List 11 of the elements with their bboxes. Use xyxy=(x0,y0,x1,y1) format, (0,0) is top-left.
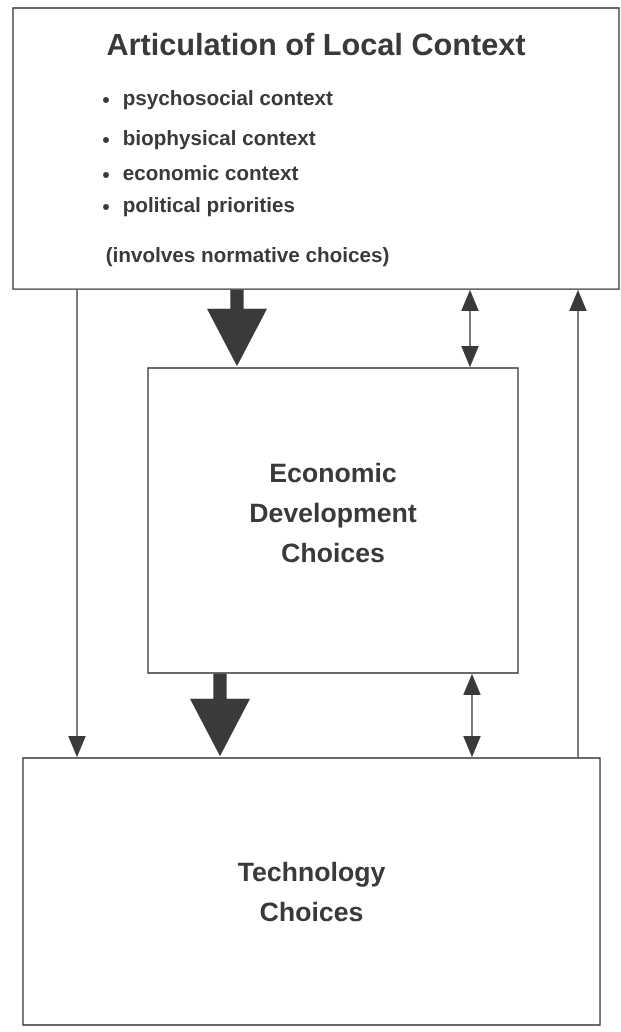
heading: Articulation of Local Context xyxy=(107,32,526,56)
box-label: Technology Choices xyxy=(237,861,386,922)
bullet-item: biophysical context xyxy=(103,130,316,150)
bullet-item: economic context xyxy=(103,165,299,181)
bullet-item: political priorities xyxy=(103,197,295,217)
note: (involves normative choices) xyxy=(106,247,389,267)
box-label: Economic Development Choices xyxy=(251,462,417,563)
technology-box xyxy=(22,757,601,1026)
development-box xyxy=(147,367,519,674)
context-box xyxy=(12,7,620,290)
bullet-item: psychosocial context xyxy=(103,90,333,110)
